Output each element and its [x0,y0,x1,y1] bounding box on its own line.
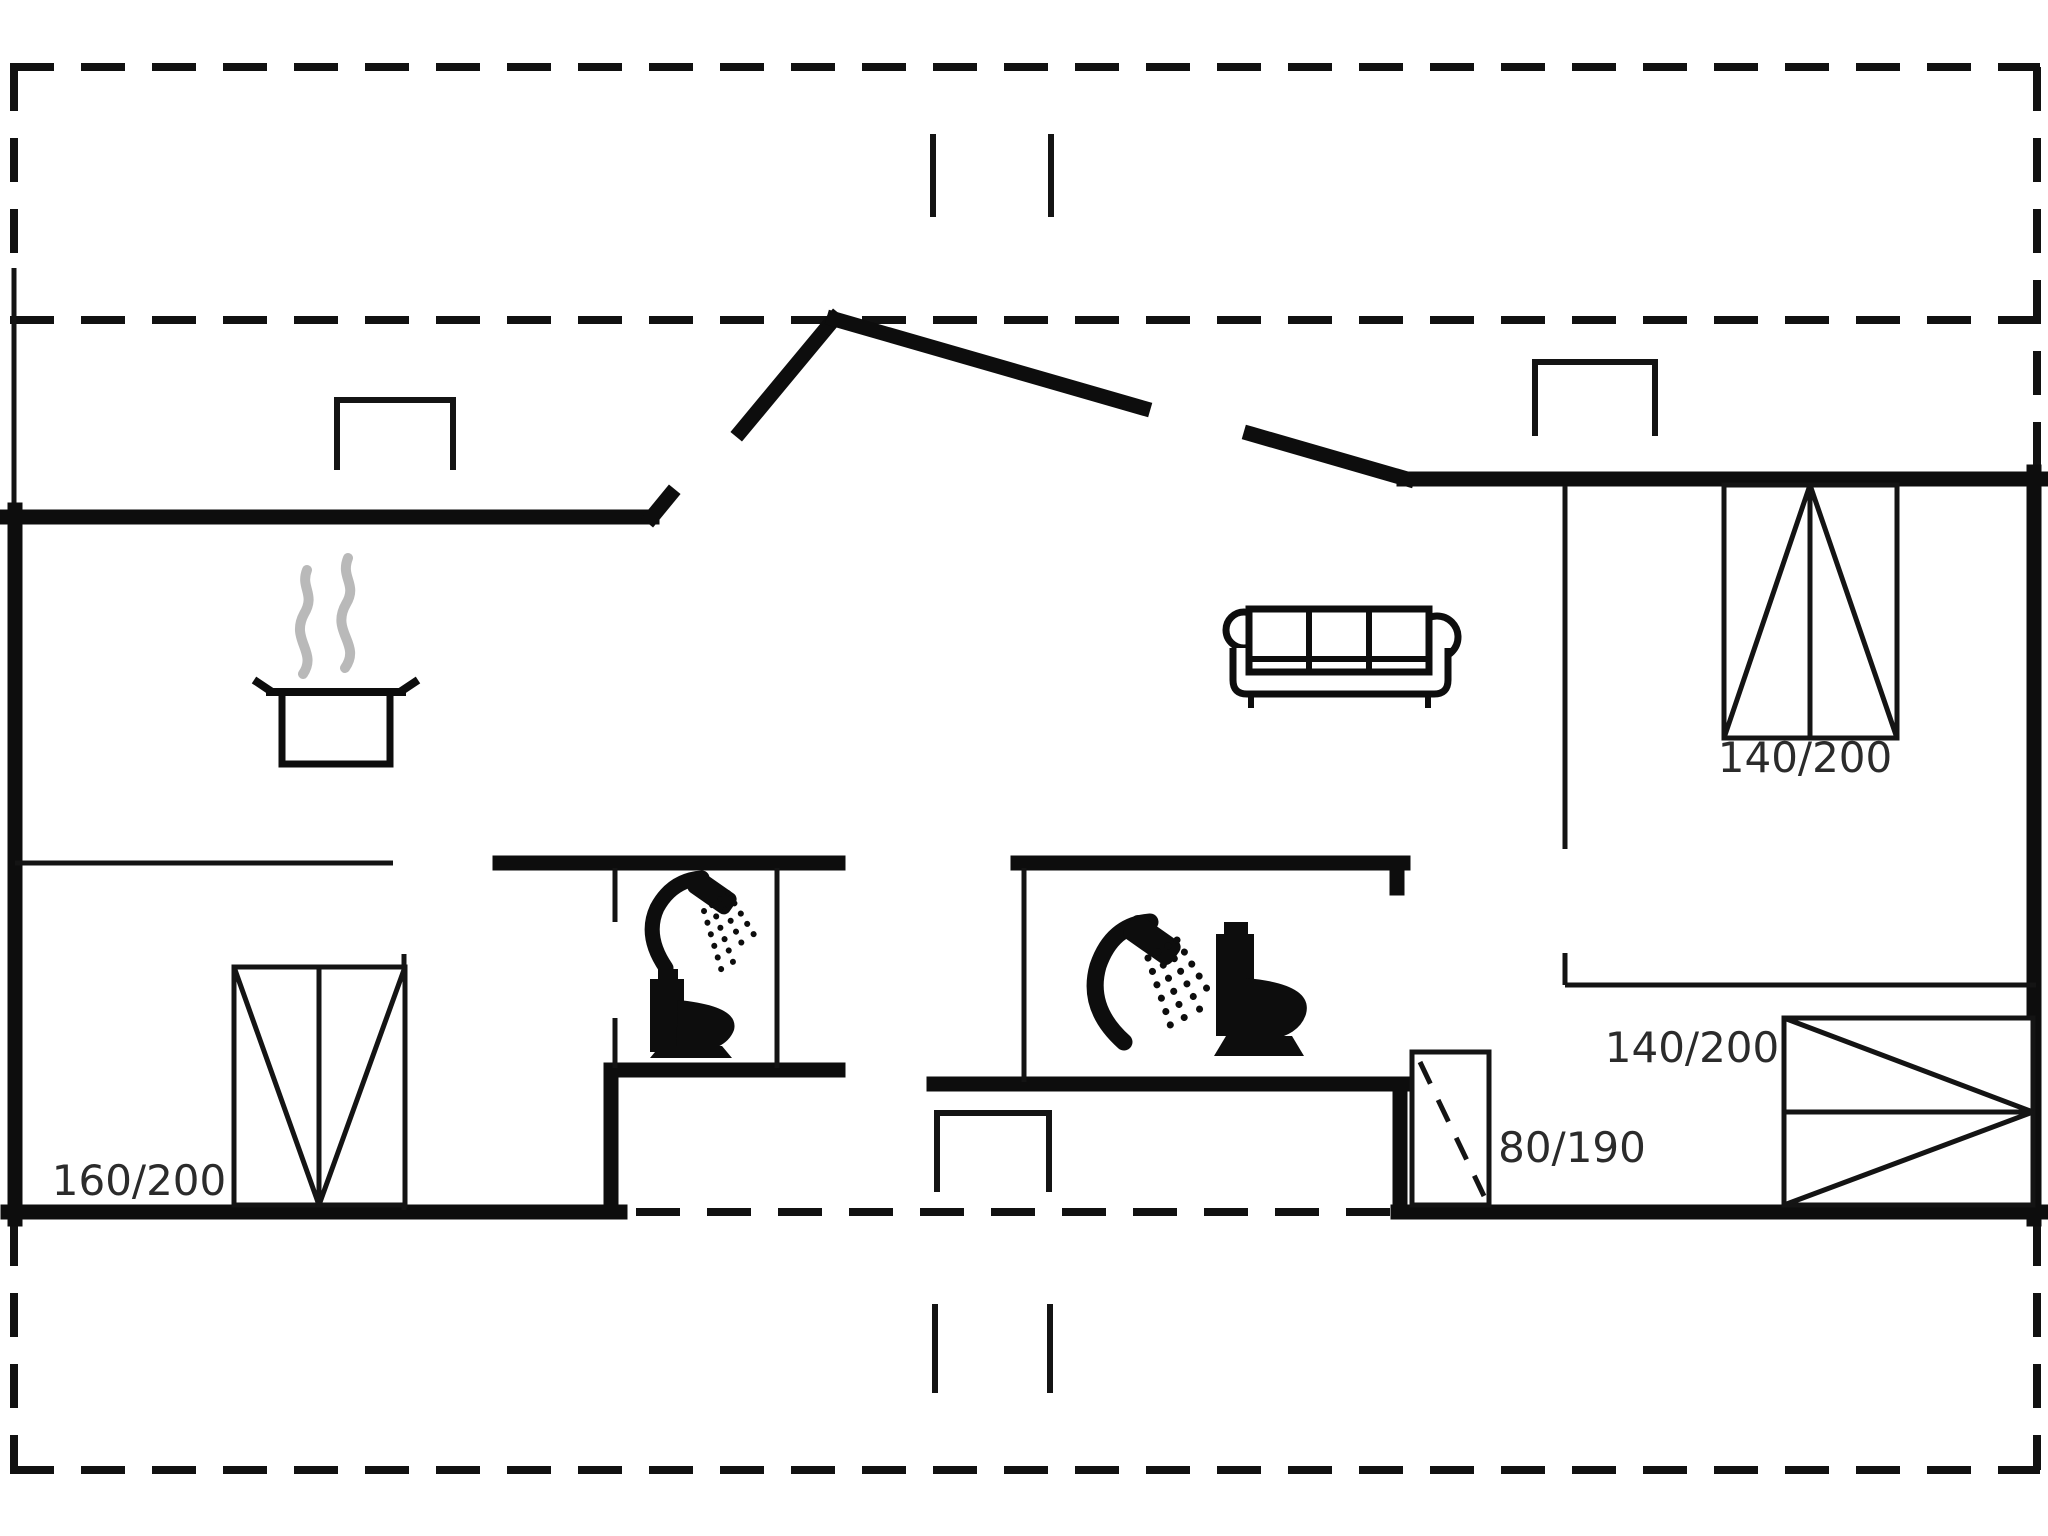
roof-front-right-slope-1 [824,309,1153,418]
shower-spray [1144,954,1176,1034]
window-tick-marks [930,134,1054,1393]
toilet-tank [1216,934,1254,986]
toilet-base [1214,1036,1304,1056]
toilet-cap [1224,922,1248,934]
toilet-icon [650,969,735,1058]
shower-head [687,871,737,915]
toilet-bowl [1246,978,1307,1042]
bed-duvet-line [231,966,322,1206]
shower-spray [1173,936,1216,1001]
bathroom1-fixtures [644,870,759,1058]
bed-size-label: 160/200 [52,1156,226,1205]
shower-head [1123,915,1181,965]
shower-spray [725,890,759,941]
toilet-bowl [676,1000,735,1054]
pot-handle-left [251,676,275,696]
shower-spray [717,896,748,953]
toilet-base [650,1046,732,1058]
shower-spray [1154,948,1190,1026]
exterior-walls [0,308,2048,1227]
bed-size-label: 140/200 [1718,733,1892,782]
bed-bottom-right-140 [1781,1015,2036,1208]
pot-handle-right [397,676,421,696]
steam-icon [294,565,314,679]
exterior-window-marks [334,359,1658,1192]
bed-left-160 [231,964,408,1208]
entrance-door [1409,1049,1492,1208]
roof-front-right-slope-2 [1241,424,1417,489]
sofa-group [1222,605,1462,708]
bed-top-right-140 [1721,482,1900,741]
cooking-pot-icon [278,688,394,768]
bed-duvet-line [1807,484,1900,739]
bed-duvet-line [1783,1109,2034,1208]
window-mark-icon [334,397,456,470]
bed-size-label: 140/200 [1605,1023,1779,1072]
roof-overhang-dashed-outline [10,63,2041,1474]
dimension-labels: 160/200 140/200 140/200 80/190 [52,733,1892,1205]
shower-spray [1164,942,1204,1014]
toilet-body [1216,984,1248,1036]
roof-front-left-slope [730,308,845,442]
shower-spray [701,908,725,975]
door-size-label: 80/190 [1498,1123,1646,1172]
sofa-icon [1245,605,1433,676]
steam-icon [336,553,356,673]
bed-duvet-line [316,966,408,1206]
window-mark-icon [934,1110,1052,1192]
toilet-cap [658,969,678,979]
roof-front-kink [641,484,681,528]
shower-icon [644,870,710,976]
bathroom2-fixtures [1086,913,1307,1056]
kitchen-area [251,553,421,768]
window-mark-icon [1532,359,1658,436]
bed-duvet-line [1783,1015,2034,1115]
shower-spray [709,902,736,965]
bed-duvet-line [1721,484,1813,739]
toilet-icon [1214,922,1307,1056]
